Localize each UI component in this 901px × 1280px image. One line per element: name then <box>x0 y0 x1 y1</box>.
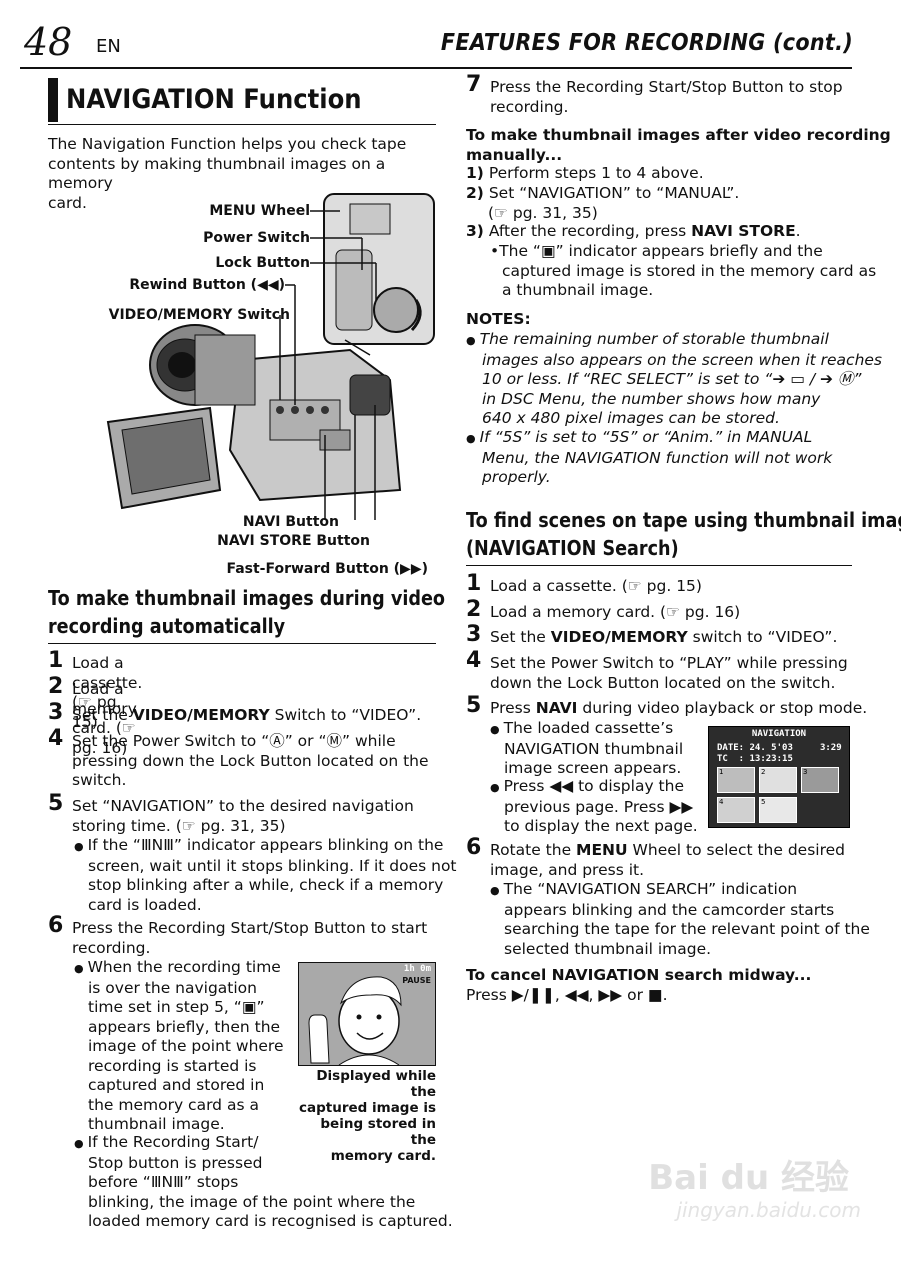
watermark-url: jingyan.baidu.com <box>676 1198 861 1222</box>
header-rule <box>20 67 852 69</box>
lcd-thumbnail: 2 <box>759 767 797 793</box>
auto-step-5-bullet: If the “ⅢNⅢ” indicator appears blinking … <box>74 836 457 915</box>
callout-ff-button: Fast-Forward Button (▶▶) <box>226 561 428 577</box>
callout-video-memory-switch: VIDEO/MEMORY Switch <box>108 307 290 323</box>
auto-heading: To make thumbnail images during video re… <box>48 586 446 638</box>
page-language: EN <box>96 36 121 57</box>
cancel-heading: To cancel NAVIGATION search midway... <box>466 966 812 984</box>
manual-step-2: 2) Set “NAVIGATION” to “MANUAL”. (☞ pg. … <box>466 184 740 222</box>
watermark-logo: Bai du 经验 <box>648 1158 849 1198</box>
search-heading-rule <box>466 565 852 566</box>
waving-man-picture <box>299 963 435 1065</box>
callout-power-switch: Power Switch <box>203 230 310 246</box>
lcd-thumbnail: 4 <box>717 797 755 823</box>
screen-caption: Displayed while the captured image is be… <box>298 1068 436 1164</box>
screen-remaining-time: 1h 0m <box>403 964 431 974</box>
notes-title: NOTES: <box>466 310 531 328</box>
search-step-5-bullet-1: The loaded cassette’s NAVIGATION thumbna… <box>490 719 683 779</box>
callout-rewind-button: Rewind Button (◀◀) <box>129 277 285 293</box>
navigation-lcd-screen: NAVIGATION DATE: 24. 5'03 3:29 TC : 13:2… <box>708 726 850 828</box>
section-title-rule <box>48 124 436 125</box>
auto-heading-rule <box>48 643 436 644</box>
lcd-timecode: TC : 13:23:15 <box>717 754 793 764</box>
camcorder-illustration <box>106 193 435 520</box>
auto-step-6-bullet-1: When the recording time is over the navi… <box>74 958 284 1135</box>
callout-menu-wheel: MENU Wheel <box>209 203 310 219</box>
intro-paragraph: The Navigation Function helps you check … <box>48 135 407 212</box>
section-title: NAVIGATION Function <box>66 84 362 115</box>
callout-lock-button: Lock Button <box>215 255 310 271</box>
search-heading: To find scenes on tape using thumbnail i… <box>466 508 901 560</box>
running-head: FEATURES FOR RECORDING (cont.) <box>440 30 853 56</box>
callout-navi-store-button: NAVI STORE Button <box>217 533 370 549</box>
screen-pause-indicator: PAUSE <box>402 976 431 985</box>
manual-step-1: 1) Perform steps 1 to 4 above. <box>466 164 704 182</box>
lcd-title: NAVIGATION <box>751 729 807 739</box>
search-step-5-bullet-2: Press ◀◀ to display the previous page. P… <box>490 777 698 837</box>
page-number: 48 <box>24 20 73 64</box>
manual-step-3-bullet: •The “▣” indicator appears briefly and t… <box>490 242 877 299</box>
lcd-date: DATE: 24. 5'03 3:29 <box>717 743 842 753</box>
callout-navi-button: NAVI Button <box>242 514 339 530</box>
lcd-thumbnail: 5 <box>759 797 797 823</box>
search-step-6-bullet: The “NAVIGATION SEARCH” indication appea… <box>490 880 870 959</box>
auto-step-6-bullet-2: If the Recording Start/ Stop button is p… <box>74 1133 453 1232</box>
note-2: If “5S” is set to “5S” or “Anim.” in MAN… <box>466 428 832 488</box>
manual-step-3: 3) After the recording, press NAVI STORE… <box>466 222 801 240</box>
recording-screen-illustration: 1h 0m PAUSE <box>298 962 436 1066</box>
lcd-thumbnail: 1 <box>717 767 755 793</box>
lcd-thumbnail: 3 <box>801 767 839 793</box>
section-title-bar <box>48 78 58 122</box>
cancel-text: Press ▶/❚❚, ◀◀, ▶▶ or ■. <box>466 986 668 1004</box>
manual-heading: To make thumbnail images after video rec… <box>466 126 891 164</box>
note-1: The remaining number of storable thumbna… <box>466 330 882 429</box>
